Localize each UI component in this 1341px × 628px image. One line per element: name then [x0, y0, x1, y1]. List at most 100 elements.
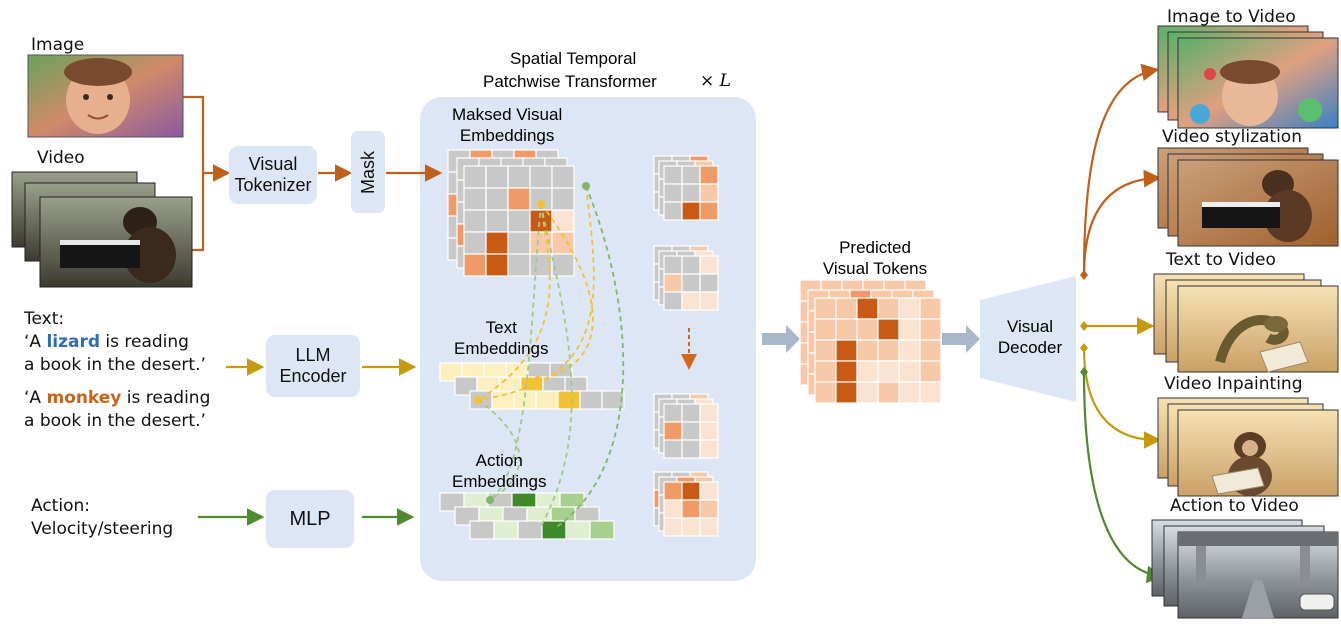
- prompt-monkey-line2: a book in the desert.’: [24, 411, 206, 431]
- video-thumbnail-stack: [11, 171, 193, 288]
- patch-cell: [699, 403, 719, 423]
- predicted-token-cell: [856, 318, 879, 341]
- masked-embedding-cell: [463, 187, 487, 211]
- masked-embedding-cell: [551, 253, 575, 277]
- patch-cell: [681, 499, 701, 519]
- output-thumb-image-to-video: [1157, 25, 1339, 129]
- attention-node: [474, 396, 482, 404]
- masked-embedding-cell: [463, 165, 487, 189]
- predicted-token-cell: [835, 297, 858, 320]
- patch-cell: [663, 481, 683, 501]
- predicted-token-cell: [835, 381, 858, 404]
- patch-cell: [663, 439, 683, 459]
- visual-decoder-shape: [980, 276, 1076, 402]
- action-embedding-cell: [469, 520, 495, 540]
- patch-cell: [663, 499, 683, 519]
- patch-cell: [681, 439, 701, 459]
- patch-cell: [681, 165, 701, 185]
- patch-cell: [681, 273, 701, 293]
- predicted-token-cell: [919, 318, 942, 341]
- masked-embedding-cell: [485, 253, 509, 277]
- output-thumbnails: [1151, 25, 1339, 619]
- masked-embedding-cell: [463, 231, 487, 255]
- patch-cell: [663, 201, 683, 221]
- patch-cell: [699, 255, 719, 275]
- patch-cell: [699, 165, 719, 185]
- image-thumbnail: [27, 54, 184, 138]
- transformer-repeat: × L: [700, 71, 731, 91]
- predicted-token-cell: [856, 297, 879, 320]
- masked-embedding-cell: [551, 165, 575, 189]
- text-embedding-cell: [557, 390, 581, 410]
- output-label-image-to-video: Image to Video: [1167, 7, 1296, 27]
- transformer-title-2: Patchwise Transformer: [483, 72, 657, 91]
- predicted-token-cell: [898, 318, 921, 341]
- patch-cell: [699, 481, 719, 501]
- text-embedding-cell: [601, 390, 625, 410]
- attention-node: [486, 496, 494, 504]
- predicted-token-cell: [814, 318, 837, 341]
- patch-cell: [699, 183, 719, 203]
- patch-cell: [699, 291, 719, 311]
- patch-cell: [699, 517, 719, 537]
- predicted-token-cell: [877, 339, 900, 362]
- masked-embedding-cell: [507, 231, 531, 255]
- masked-embedding-cell: [551, 187, 575, 211]
- keyword-lizard: lizard: [46, 332, 101, 352]
- attention-node: [534, 376, 542, 384]
- action-value: Velocity/steering: [31, 519, 174, 539]
- patch-cell: [681, 403, 701, 423]
- keyword-monkey: monkey: [46, 388, 122, 408]
- output-thumb-action-to-video: [1151, 519, 1339, 619]
- predicted-token-cell: [898, 360, 921, 383]
- mask-box: Mask: [351, 131, 385, 213]
- patch-cell: [663, 273, 683, 293]
- predicted-token-cell: [919, 381, 942, 404]
- masked-embedding-cell: [507, 165, 531, 189]
- arrow-to-decoder: [942, 325, 980, 353]
- masked-embedding-cell: [485, 209, 509, 233]
- attention-node: [582, 182, 590, 190]
- masked-embedding-cell: [507, 209, 531, 233]
- prompt-lizard-line1: ‘A lizard is reading: [24, 332, 189, 352]
- predicted-token-cell: [856, 360, 879, 383]
- predicted-token-cell: [814, 339, 837, 362]
- patch-cell: [699, 499, 719, 519]
- patch-cell: [681, 517, 701, 537]
- masked-visual-embeddings-grid: [447, 149, 575, 277]
- text-embedding-cell: [579, 390, 603, 410]
- patch-cell: [699, 439, 719, 459]
- patch-cell: [663, 517, 683, 537]
- patch-cell: [699, 421, 719, 441]
- patch-cell: [681, 183, 701, 203]
- patch-stacks: [653, 155, 719, 537]
- predicted-token-cell: [877, 318, 900, 341]
- patch-cell: [663, 183, 683, 203]
- patch-cell: [681, 201, 701, 221]
- attention-node: [537, 200, 545, 208]
- masked-embedding-cell: [463, 209, 487, 233]
- masked-embedding-cell: [463, 253, 487, 277]
- output-label-text-to-video: Text to Video: [1166, 250, 1276, 270]
- masked-embedding-cell: [485, 187, 509, 211]
- action-label: Action:: [31, 496, 90, 516]
- patch-cell: [663, 165, 683, 185]
- predicted-token-cell: [898, 297, 921, 320]
- text-embedding-cell: [535, 390, 559, 410]
- predicted-token-cell: [898, 381, 921, 404]
- patch-cell: [699, 201, 719, 221]
- predicted-token-cell: [919, 360, 942, 383]
- predicted-token-cell: [898, 339, 921, 362]
- patch-cell: [681, 481, 701, 501]
- masked-embedding-cell: [507, 253, 531, 277]
- predicted-token-cell: [814, 381, 837, 404]
- video-label: Video: [37, 148, 85, 168]
- patch-cell: [663, 421, 683, 441]
- patch-cell: [663, 255, 683, 275]
